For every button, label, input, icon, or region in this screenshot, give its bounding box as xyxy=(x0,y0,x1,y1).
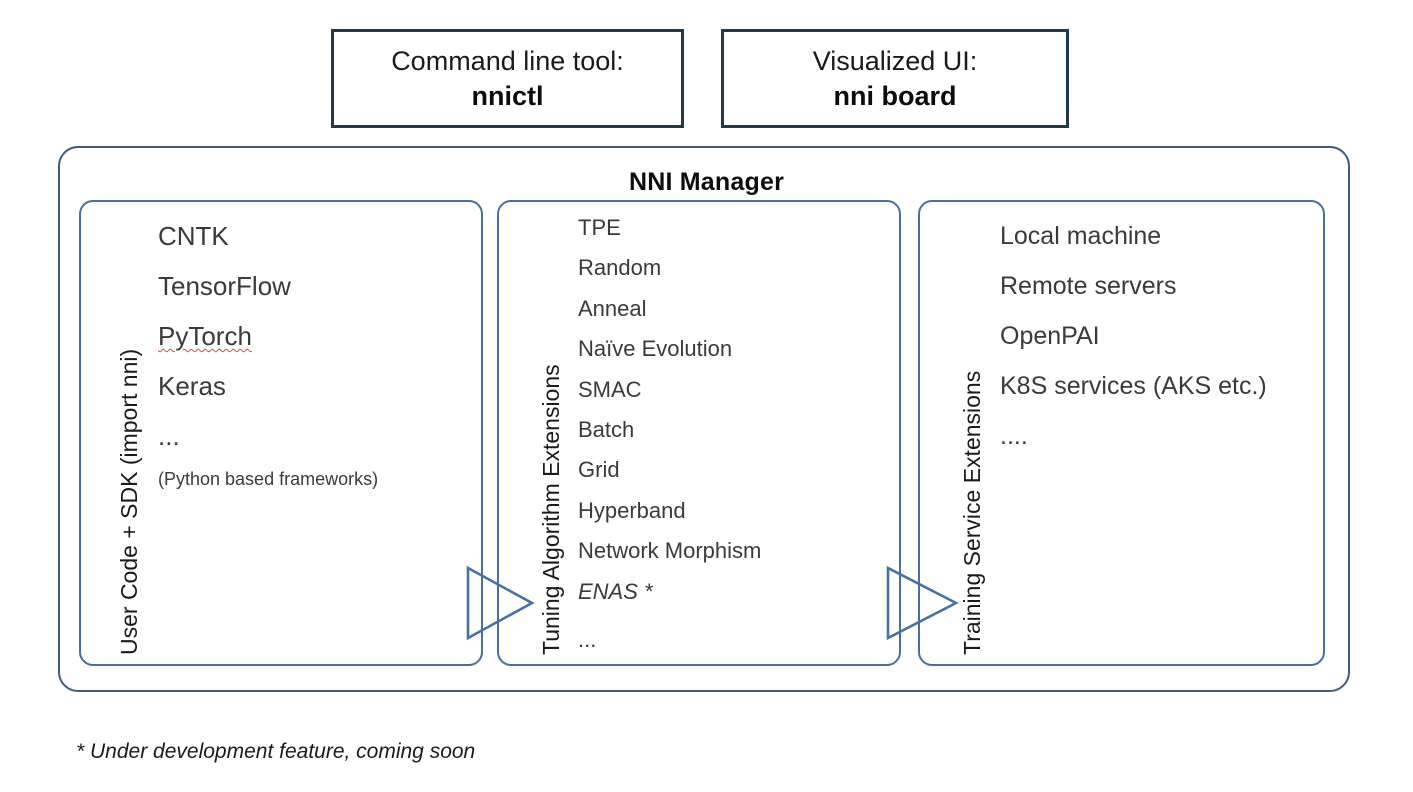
visualized-ui-box: Visualized UI: nni board xyxy=(721,29,1069,128)
command-line-tool-caption: Command line tool: xyxy=(391,45,624,76)
list-item: K8S services (AKS etc.) xyxy=(1000,372,1267,400)
command-line-tool-box: Command line tool: nnictl xyxy=(331,29,684,128)
list-item: Keras xyxy=(158,371,226,401)
list-item: .... xyxy=(1000,422,1028,450)
list-item: Batch xyxy=(578,416,635,442)
user-code-sdk-box xyxy=(79,200,483,666)
tuning-algorithm-vertical-label: Tuning Algorithm Extensions xyxy=(538,364,564,655)
tuning-algorithm-extensions-box xyxy=(497,200,901,666)
list-item: PyTorch xyxy=(158,321,252,351)
list-item: TPE xyxy=(578,215,621,240)
user-code-framework-list: CNTK TensorFlow PyTorch Keras ... (Pytho… xyxy=(158,211,378,497)
list-item: Hyperband xyxy=(578,497,686,523)
list-item: Anneal xyxy=(578,295,647,321)
visualized-ui-name: nni board xyxy=(833,80,957,111)
nni-manager-title: NNI Manager xyxy=(628,168,784,196)
list-item: ... xyxy=(158,421,180,451)
arrow-right-icon xyxy=(886,565,959,641)
visualized-ui-caption: Visualized UI: xyxy=(812,45,978,76)
training-service-vertical-label: Training Service Extensions xyxy=(959,370,985,655)
list-item: SMAC xyxy=(578,376,642,402)
training-service-list: Local machine Remote servers OpenPAI K8S… xyxy=(1000,211,1267,461)
list-item: Network Morphism xyxy=(578,538,762,564)
user-code-sdk-vertical-label: User Code + SDK (import nni) xyxy=(116,348,142,655)
command-line-tool-name: nnictl xyxy=(471,80,544,111)
list-item: ENAS * xyxy=(578,578,653,604)
list-item: Remote servers xyxy=(1000,272,1177,300)
list-item: Grid xyxy=(578,457,620,483)
list-item: Naïve Evolution xyxy=(578,336,733,362)
list-item: CNTK xyxy=(158,221,229,251)
list-item: Local machine xyxy=(1000,222,1162,250)
arrow-right-icon xyxy=(466,565,535,641)
training-service-extensions-box xyxy=(918,200,1325,666)
list-item: TensorFlow xyxy=(158,271,291,301)
footnote-under-development: * Under development feature, coming soon xyxy=(76,740,476,763)
tuning-algorithm-list: TPE Random Anneal Naïve Evolution SMAC B… xyxy=(578,208,761,660)
list-item: ... xyxy=(578,626,597,652)
list-item: OpenPAI xyxy=(1000,322,1100,350)
list-item: (Python based frameworks) xyxy=(158,469,379,489)
list-item: Random xyxy=(578,255,662,281)
